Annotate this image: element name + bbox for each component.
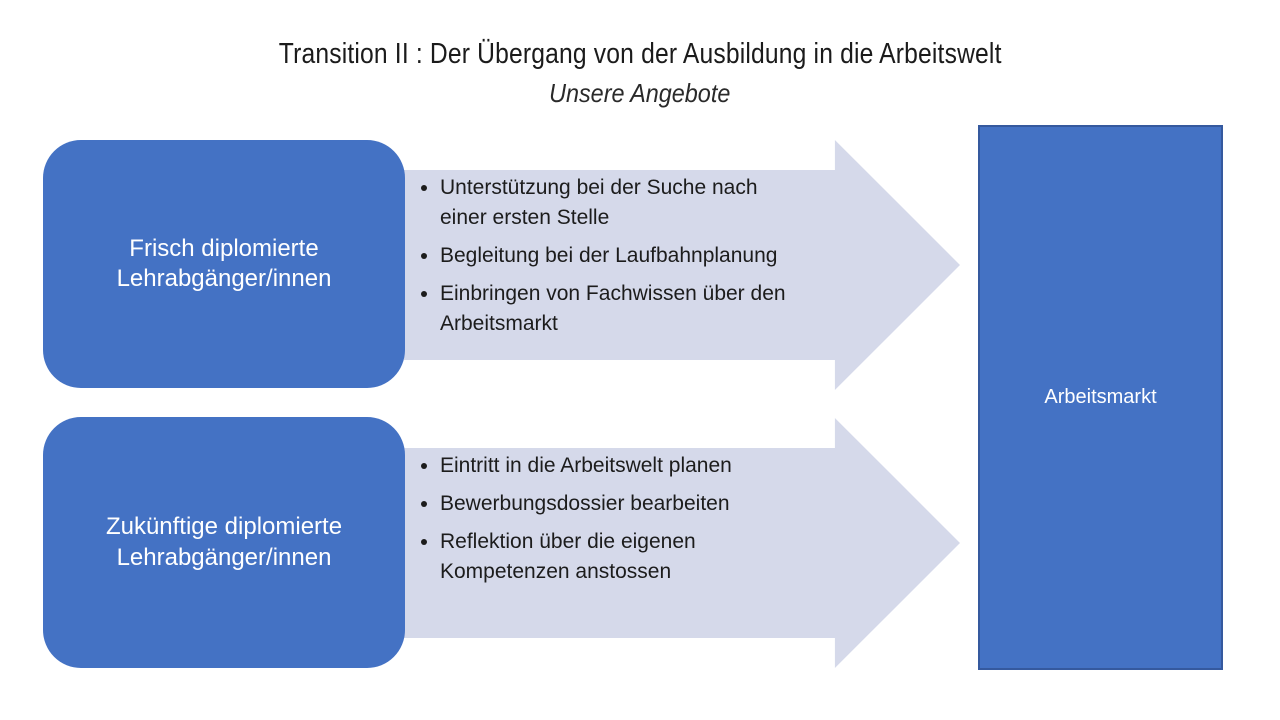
- bullet-item: Bewerbungsdossier bearbeiten: [440, 489, 790, 519]
- target-box-arbeitsmarkt: Arbeitsmarkt: [978, 125, 1223, 670]
- source-box-zukuenftige-diplomierte: Zukünftige diplomierte Lehrabgänger/inne…: [43, 417, 405, 668]
- offer-bullet-list-1: Unterstützung bei der Suche nach einer e…: [404, 140, 960, 339]
- title-block: Transition II : Der Übergang von der Aus…: [0, 38, 1280, 109]
- offer-arrow-zukuenftige-diplomierte: Eintritt in die Arbeitswelt planenBewerb…: [404, 418, 960, 668]
- target-box-label: Arbeitsmarkt: [1044, 386, 1157, 408]
- bullet-item: Einbringen von Fachwissen über den Arbei…: [440, 279, 790, 339]
- offer-arrow-frisch-diplomierte: Unterstützung bei der Suche nach einer e…: [404, 140, 960, 390]
- slide-title: Transition II : Der Übergang von der Aus…: [278, 38, 1002, 70]
- bullet-item: Eintritt in die Arbeitswelt planen: [440, 451, 790, 481]
- bullet-item: Unterstützung bei der Suche nach einer e…: [440, 173, 790, 233]
- source-box-frisch-diplomierte: Frisch diplomierte Lehrabgänger/innen: [43, 140, 405, 388]
- source-box-label: Zukünftige diplomierte Lehrabgänger/inne…: [105, 513, 343, 571]
- slide-subtitle: Unsere Angebote: [549, 78, 731, 108]
- bullet-item: Begleitung bei der Laufbahnplanung: [440, 241, 790, 271]
- source-box-label: Frisch diplomierte Lehrabgänger/innen: [116, 234, 332, 292]
- bullet-item: Reflektion über die eigenen Kompetenzen …: [440, 527, 790, 587]
- offer-bullet-list-2: Eintritt in die Arbeitswelt planenBewerb…: [404, 418, 960, 587]
